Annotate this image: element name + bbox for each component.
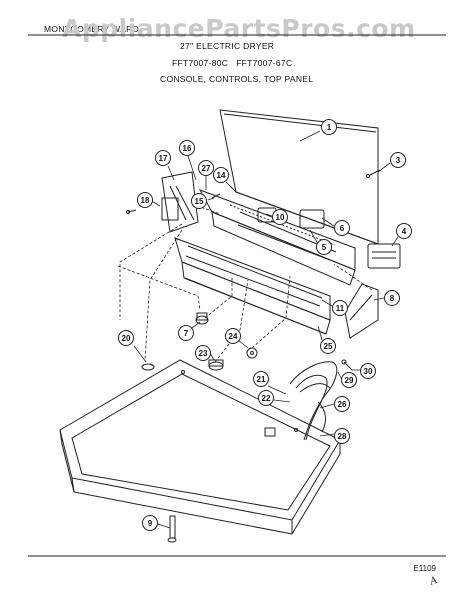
leader-lines (133, 130, 399, 529)
callout-21: 21 (253, 371, 269, 387)
console-lower (174, 237, 331, 335)
watermark: AppliancePartsPros.com (62, 14, 416, 43)
top-panel (59, 359, 341, 535)
back-panel (219, 109, 379, 245)
callout-27: 27 (198, 160, 214, 176)
callout-1: 1 (321, 119, 337, 135)
callout-20: 20 (118, 330, 134, 346)
callout-30: 30 (360, 363, 376, 379)
callout-11: 11 (332, 300, 348, 316)
callout-18: 18 (137, 192, 153, 208)
callout-6: 6 (334, 220, 350, 236)
callout-8: 8 (384, 290, 400, 306)
model-numbers: FFT7007-80C FFT7007-67C (172, 58, 293, 68)
callout-17: 17 (155, 150, 171, 166)
knob-23 (208, 359, 224, 371)
product-title: 27" ELECTRIC DRYER (180, 41, 275, 51)
section-title: CONSOLE, CONTROLS, TOP PANEL (160, 74, 314, 84)
callout-25: 25 (320, 338, 336, 354)
callout-7: 7 (178, 325, 194, 341)
callout-14: 14 (213, 167, 229, 183)
diagram-code: E1109 (413, 564, 436, 573)
callout-22: 22 (258, 390, 274, 406)
switch-6 (299, 209, 325, 229)
knob-7 (195, 312, 209, 325)
foot-20 (141, 363, 155, 371)
callout-23: 23 (195, 345, 211, 361)
callout-24: 24 (225, 328, 241, 344)
wire-harness (289, 359, 353, 441)
callout-26: 26 (334, 396, 350, 412)
timer-block-4 (367, 243, 401, 269)
callout-28: 28 (334, 428, 350, 444)
callout-5: 5 (316, 239, 332, 255)
foot-9 (167, 515, 177, 543)
callout-16: 16 (179, 140, 195, 156)
left-endcap (161, 171, 199, 233)
callout-15: 15 (191, 193, 207, 209)
callout-3: 3 (390, 152, 406, 168)
callout-29: 29 (341, 372, 357, 388)
screw-3 (366, 169, 381, 178)
callout-9: 9 (142, 515, 158, 531)
callout-4: 4 (396, 223, 412, 239)
control-console (198, 189, 356, 286)
callout-10: 10 (272, 209, 288, 225)
brand-title: MONTGOMERY WARD (44, 24, 140, 34)
reference-lines (117, 203, 373, 363)
knob-24 (246, 347, 258, 359)
right-endcap (344, 283, 379, 339)
